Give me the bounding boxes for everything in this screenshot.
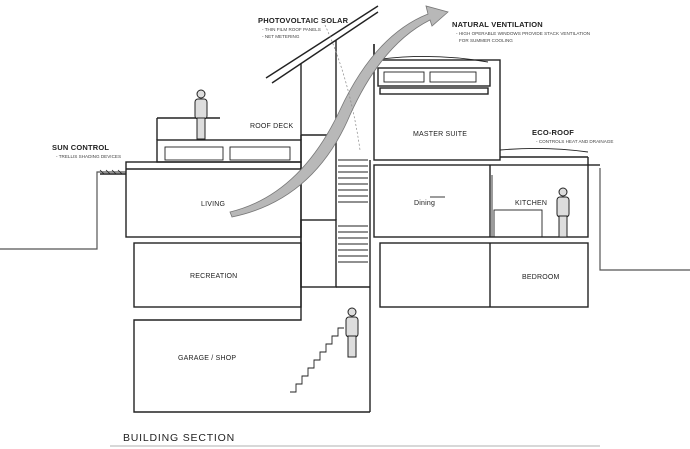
person-garage <box>345 307 359 358</box>
room-label-roof-deck: ROOF DECK <box>250 123 294 130</box>
annotation-photovoltaic: PHOTOVOLTAIC SOLAR - THIN FILM ROOF PANE… <box>258 16 349 39</box>
room-label-master-suite: MASTER SUITE <box>413 131 467 138</box>
annotation-eco-roof: ECO-ROOF - CONTROLS HEAT AND DRAINAGE <box>532 128 613 144</box>
annotation-title: PHOTOVOLTAIC SOLAR <box>258 16 349 25</box>
ventilation-arrow <box>229 5 449 218</box>
section-title: BUILDING SECTION <box>123 432 235 444</box>
person-roof-deck <box>194 89 208 140</box>
master-suite-box <box>373 59 501 161</box>
room-label-dining: Dining <box>414 200 435 207</box>
ground-line <box>0 168 690 271</box>
annotation-bullet: - THIN FILM ROOF PANELS <box>262 27 321 32</box>
person-kitchen <box>556 187 570 238</box>
airflow-swirl <box>324 24 361 151</box>
annotation-bullet: - TRELLIS SHADING DEVICES <box>56 154 121 159</box>
annotation-title: ECO-ROOF <box>532 128 574 137</box>
annotation-bullet: - NET METERING <box>262 34 300 39</box>
bedroom-box <box>379 242 589 308</box>
annotation-bullet: FOR SUMMER COOLING <box>459 38 513 43</box>
annotation-title: NATURAL VENTILATION <box>452 20 543 29</box>
room-label-bedroom: BEDROOM <box>522 274 560 281</box>
room-label-recreation: RECREATION <box>190 273 237 280</box>
roof-deck-box <box>156 139 302 163</box>
annotation-bullet: - HIGH OPERABLE WINDOWS PROVIDE STACK VE… <box>456 31 590 36</box>
room-label-kitchen: KITCHEN <box>515 200 547 207</box>
room-label-garage: GARAGE / SHOP <box>178 355 236 362</box>
scale-figures <box>194 89 570 358</box>
annotation-title: SUN CONTROL <box>52 143 109 152</box>
airflow-arrows <box>229 5 449 218</box>
room-label-living: LIVING <box>201 201 225 208</box>
annotation-bullet: - CONTROLS HEAT AND DRAINAGE <box>536 139 613 144</box>
annotation-sun-control: SUN CONTROL - TRELLIS SHADING DEVICES <box>52 143 121 159</box>
building-outline <box>125 44 600 413</box>
clerestory-windows <box>164 71 543 238</box>
dining-kitchen-box <box>373 164 589 238</box>
annotation-ventilation: NATURAL VENTILATION - HIGH OPERABLE WIND… <box>452 20 590 43</box>
stairs <box>290 159 368 393</box>
